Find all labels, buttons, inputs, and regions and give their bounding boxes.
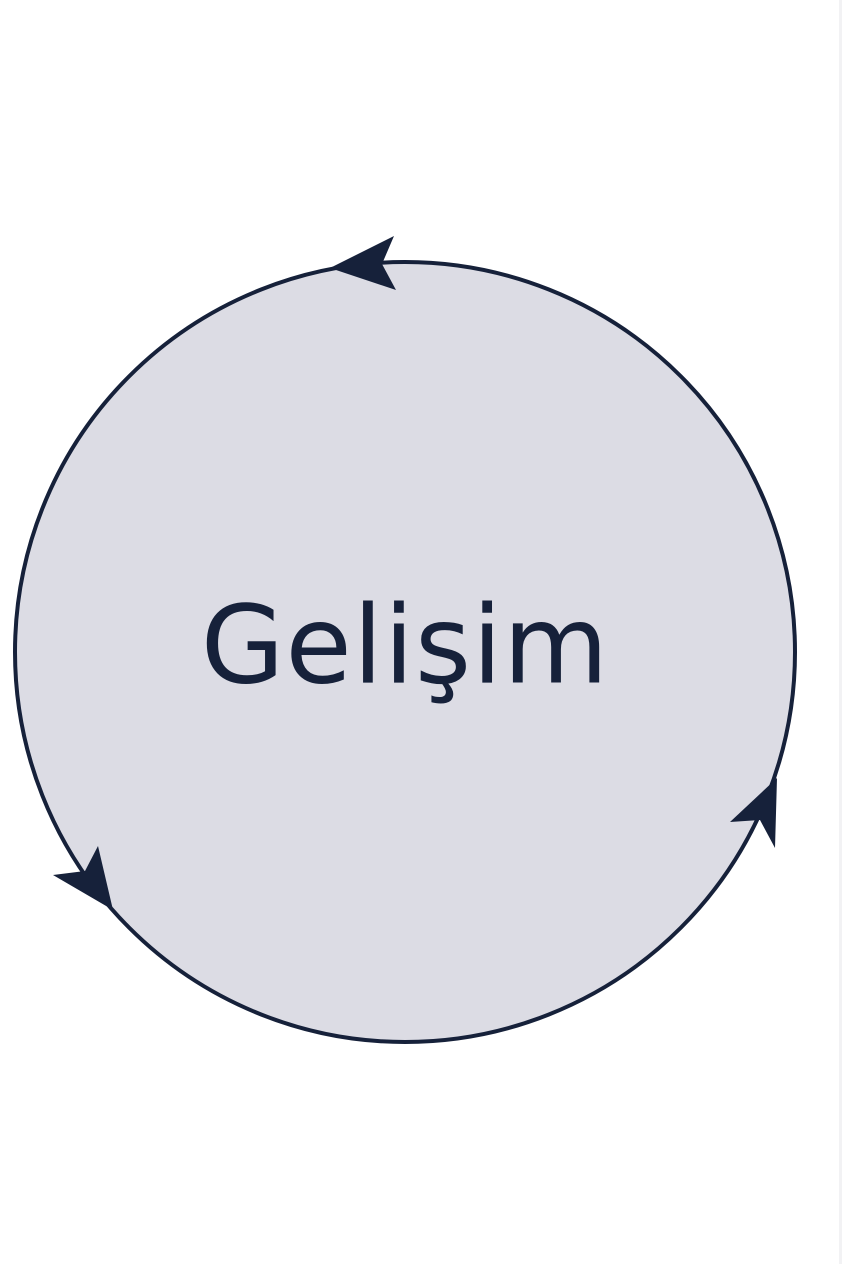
- cycle-circle: [13, 260, 797, 1044]
- arrow-lower-left-icon: [53, 846, 113, 910]
- page-edge: [839, 0, 842, 1264]
- arrow-lower-right-icon: [730, 778, 777, 848]
- center-label: Gelişim: [200, 583, 610, 709]
- arrow-top-icon: [330, 236, 396, 290]
